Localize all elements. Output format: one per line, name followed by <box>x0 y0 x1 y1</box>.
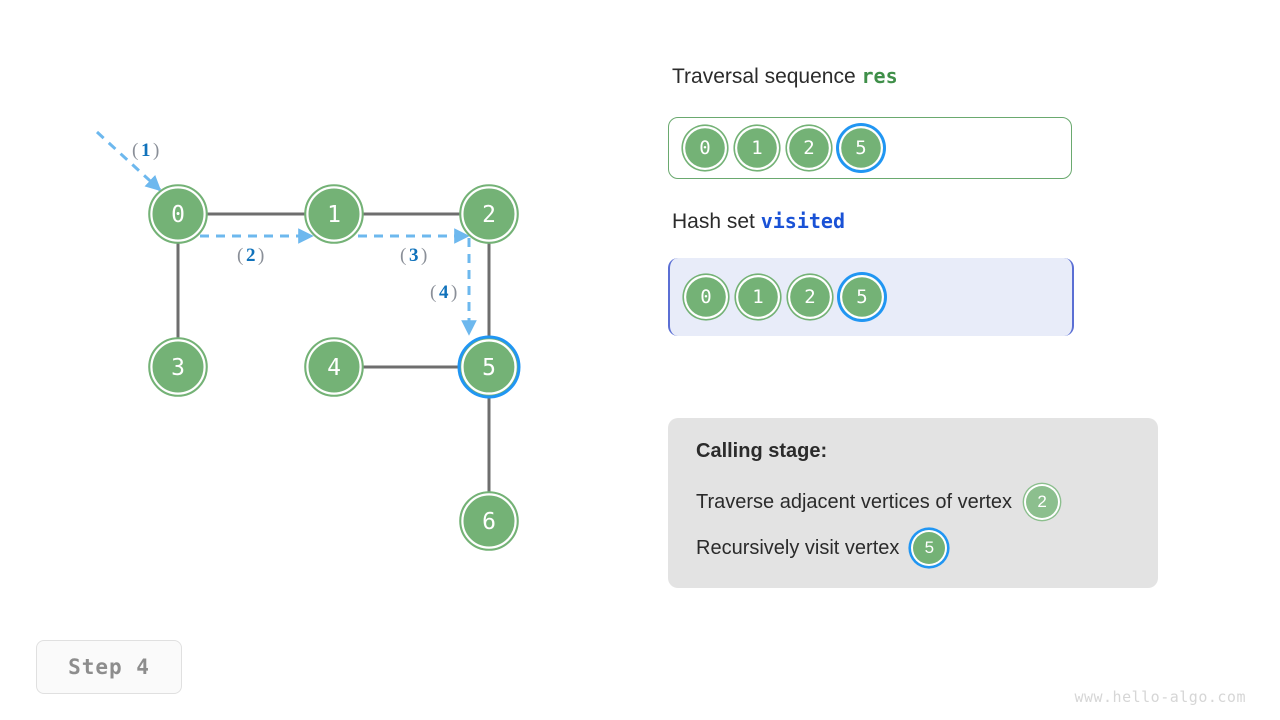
res-item-3[interactable]: 5 <box>839 126 883 170</box>
visited-caption: Hash set visited <box>672 209 845 234</box>
step-1-paren-open: ( <box>132 140 138 161</box>
calling-stage-card: Calling stage: Traverse adjacent vertice… <box>668 418 1158 588</box>
visited-caption-code: visited <box>760 209 846 233</box>
watermark: www.hello-algo.com <box>1074 688 1246 706</box>
graph-vertex-6-label: 6 <box>482 509 496 535</box>
res-item-1[interactable]: 1 <box>735 126 779 170</box>
calling-stage-line-0: Traverse adjacent vertices of vertex 2 <box>696 479 1132 525</box>
calling-stage-title: Calling stage: <box>696 440 828 462</box>
graph-vertex-3-label: 3 <box>171 355 185 381</box>
res-caption-text: Traversal sequence <box>672 65 862 88</box>
step-3-paren-open: ( <box>400 245 406 266</box>
graph-vertex-0[interactable]: 0 <box>148 184 208 244</box>
visited-caption-text: Hash set <box>672 210 761 233</box>
visited-item-1-label: 1 <box>752 286 764 308</box>
graph-canvas: 0 1 2 3 <box>95 130 521 551</box>
calling-stage-line-1-badge-label: 5 <box>924 538 935 557</box>
right-panel: Traversal sequence res 0 1 2 5 Hash set … <box>668 0 1280 720</box>
graph-vertex-5-label: 5 <box>482 355 496 381</box>
res-item-2-label: 2 <box>803 137 815 159</box>
traversal-step-label-4: ( 4 ) <box>430 282 457 303</box>
visited-item-1[interactable]: 1 <box>736 275 780 319</box>
traversal-arrow-1 <box>95 130 162 192</box>
step-2-number: 2 <box>246 245 256 266</box>
graph-vertex-6[interactable]: 6 <box>459 491 519 551</box>
graph-vertex-2[interactable]: 2 <box>459 184 519 244</box>
res-item-0[interactable]: 0 <box>683 126 727 170</box>
graph-figure: 0 1 2 3 <box>0 0 640 620</box>
res-caption-code: res <box>861 64 898 88</box>
step-4-paren-close: ) <box>451 282 457 303</box>
visited-item-2[interactable]: 2 <box>788 275 832 319</box>
step-4-paren-open: ( <box>430 282 436 303</box>
graph-vertex-2-label: 2 <box>482 202 496 228</box>
graph-edges <box>176 212 491 492</box>
graph-vertex-5[interactable]: 5 <box>457 335 521 399</box>
calling-stage-line-1: Recursively visit vertex 5 <box>696 525 1132 571</box>
graph-vertex-1[interactable]: 1 <box>304 184 364 244</box>
visited-item-0-label: 0 <box>700 286 712 308</box>
step-4-number: 4 <box>439 282 449 303</box>
calling-stage-line-0-badge-label: 2 <box>1037 492 1047 511</box>
calling-stage-line-0-text: Traverse adjacent vertices of vertex <box>696 490 1013 513</box>
calling-stage-line-0-badge: 2 <box>1024 484 1061 520</box>
graph-vertex-4-label: 4 <box>327 355 341 381</box>
calling-stage-line-1-badge: 5 <box>911 530 948 566</box>
step-indicator: Step 4 <box>36 640 182 694</box>
graph-vertices: 0 1 2 3 <box>148 184 521 551</box>
graph-vertex-3[interactable]: 3 <box>148 337 208 397</box>
visited-item-2-label: 2 <box>804 286 816 308</box>
res-item-2[interactable]: 2 <box>787 126 831 170</box>
traversal-step-label-2: ( 2 ) <box>237 245 264 266</box>
traversal-step-labels: ( 1 ) ( 2 ) ( 3 ) ( 4 ) <box>132 140 457 303</box>
res-item-1-label: 1 <box>751 137 763 159</box>
res-item-0-label: 0 <box>699 137 711 159</box>
traversal-arrows <box>95 130 477 336</box>
traversal-step-label-1: ( 1 ) <box>132 140 159 161</box>
traversal-step-label-3: ( 3 ) <box>400 245 427 266</box>
step-1-paren-close: ) <box>153 140 159 161</box>
step-3-paren-close: ) <box>421 245 427 266</box>
res-caption: Traversal sequence res <box>672 64 898 89</box>
graph-vertex-0-label: 0 <box>171 202 185 228</box>
visited-item-3-label: 5 <box>856 286 868 308</box>
step-2-paren-close: ) <box>258 245 264 266</box>
visited-container: 0 1 2 5 <box>668 258 1074 336</box>
visited-item-0[interactable]: 0 <box>684 275 728 319</box>
step-3-number: 3 <box>409 245 419 266</box>
step-2-paren-open: ( <box>237 245 243 266</box>
step-1-number: 1 <box>141 140 151 161</box>
visited-item-3[interactable]: 5 <box>840 275 884 319</box>
res-item-3-label: 5 <box>855 137 867 159</box>
graph-vertex-1-label: 1 <box>327 202 341 228</box>
res-container: 0 1 2 5 <box>668 117 1072 179</box>
graph-vertex-4[interactable]: 4 <box>304 337 364 397</box>
calling-stage-line-1-text: Recursively visit vertex <box>696 536 900 559</box>
